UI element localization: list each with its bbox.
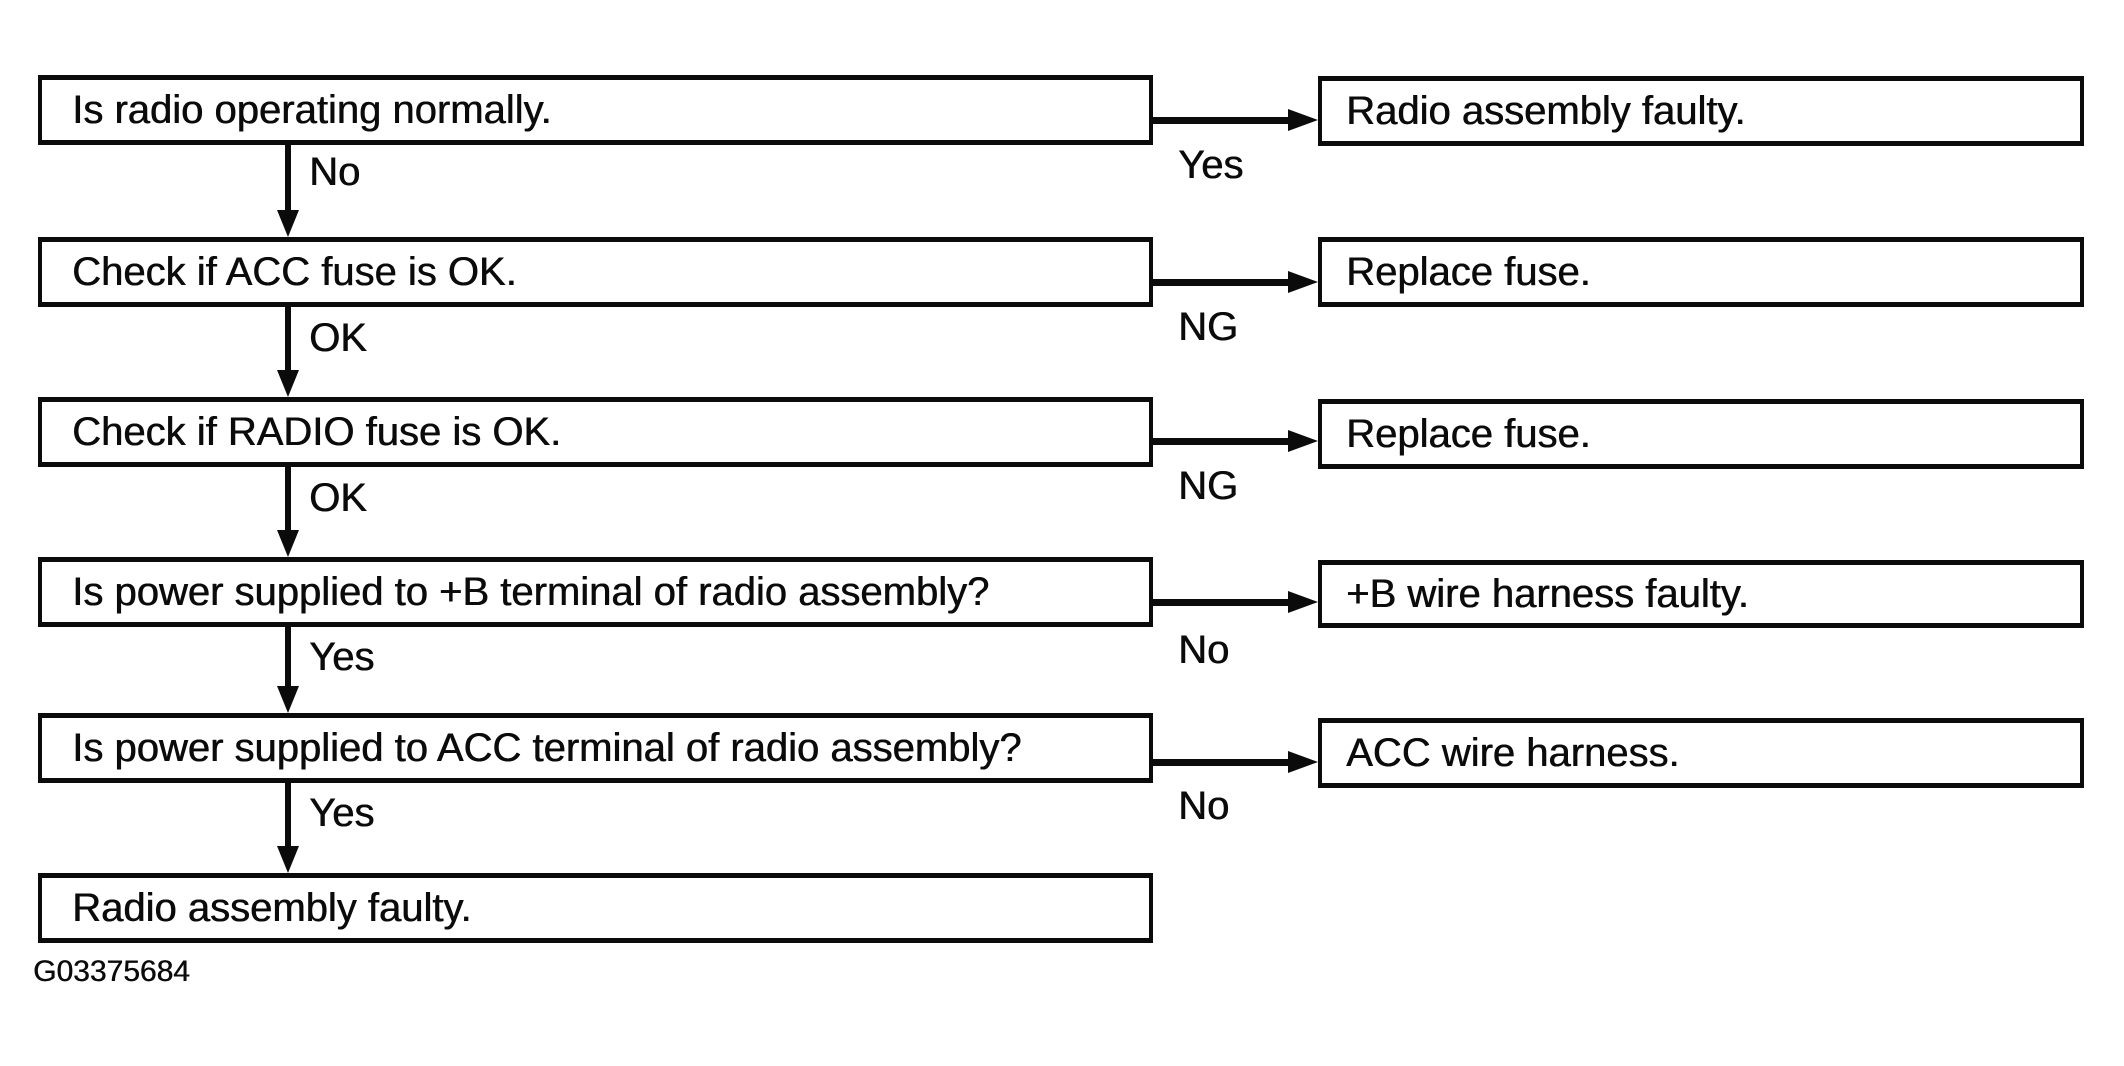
branch-label-2: NG — [1178, 305, 1238, 349]
step-text-3: Check if RADIO fuse is OK. — [72, 410, 562, 454]
arrow-down-icon — [277, 846, 299, 873]
result-box-2: Replace fuse. — [1318, 237, 2084, 307]
result-text-5: ACC wire harness. — [1346, 731, 1680, 775]
step-box-3: Check if RADIO fuse is OK. — [38, 397, 1153, 467]
step-text-1: Is radio operating normally. — [72, 88, 552, 132]
arrow-down-icon — [277, 686, 299, 713]
connector-line — [1153, 117, 1292, 124]
step-box-5: Is power supplied to ACC terminal of rad… — [38, 713, 1153, 783]
step-box-4: Is power supplied to +B terminal of radi… — [38, 557, 1153, 627]
result-box-5: ACC wire harness. — [1318, 718, 2084, 788]
result-box-4: +B wire harness faulty. — [1318, 560, 2084, 628]
result-text-4: +B wire harness faulty. — [1346, 572, 1749, 616]
connector-line — [285, 467, 291, 535]
arrow-down-icon — [277, 370, 299, 397]
arrow-right-icon — [1288, 591, 1318, 613]
down-connector-3 — [277, 467, 299, 557]
connector-line — [285, 307, 291, 375]
arrow-down-icon — [277, 530, 299, 557]
branch-label-5: No — [1178, 784, 1230, 828]
down-label-4: Yes — [309, 635, 375, 679]
down-connector-5 — [277, 783, 299, 873]
connector-line — [1153, 759, 1292, 766]
step-text-2: Check if ACC fuse is OK. — [72, 250, 517, 294]
figure-id: G03375684 — [33, 955, 190, 988]
branch-label-1: Yes — [1178, 143, 1244, 187]
step-box-1: Is radio operating normally. — [38, 75, 1153, 145]
down-label-1: No — [309, 150, 361, 194]
result-text-3: Replace fuse. — [1346, 412, 1591, 456]
branch-connector-5 — [1153, 750, 1318, 774]
branch-connector-1 — [1153, 108, 1318, 132]
step-box-2: Check if ACC fuse is OK. — [38, 237, 1153, 307]
arrow-right-icon — [1288, 751, 1318, 773]
result-text-2: Replace fuse. — [1346, 250, 1591, 294]
arrow-right-icon — [1288, 430, 1318, 452]
branch-connector-3 — [1153, 429, 1318, 453]
connector-line — [285, 145, 291, 215]
step-text-5: Is power supplied to ACC terminal of rad… — [72, 726, 1022, 770]
result-box-1: Radio assembly faulty. — [1318, 76, 2084, 146]
arrow-down-icon — [277, 210, 299, 237]
step-text-4: Is power supplied to +B terminal of radi… — [72, 570, 990, 614]
result-text-1: Radio assembly faulty. — [1346, 89, 1746, 133]
step-text-6: Radio assembly faulty. — [72, 886, 472, 930]
down-connector-1 — [277, 145, 299, 237]
branch-label-4: No — [1178, 628, 1230, 672]
branch-label-3: NG — [1178, 464, 1238, 508]
connector-line — [1153, 438, 1292, 445]
connector-line — [285, 783, 291, 851]
connector-line — [1153, 279, 1292, 286]
arrow-right-icon — [1288, 109, 1318, 131]
connector-line — [285, 627, 291, 691]
down-label-2: OK — [309, 316, 367, 360]
result-box-3: Replace fuse. — [1318, 399, 2084, 469]
down-connector-2 — [277, 307, 299, 397]
branch-connector-2 — [1153, 270, 1318, 294]
branch-connector-4 — [1153, 590, 1318, 614]
down-label-3: OK — [309, 476, 367, 520]
down-connector-4 — [277, 627, 299, 713]
arrow-right-icon — [1288, 271, 1318, 293]
step-box-6: Radio assembly faulty. — [38, 873, 1153, 943]
down-label-5: Yes — [309, 791, 375, 835]
connector-line — [1153, 599, 1292, 606]
